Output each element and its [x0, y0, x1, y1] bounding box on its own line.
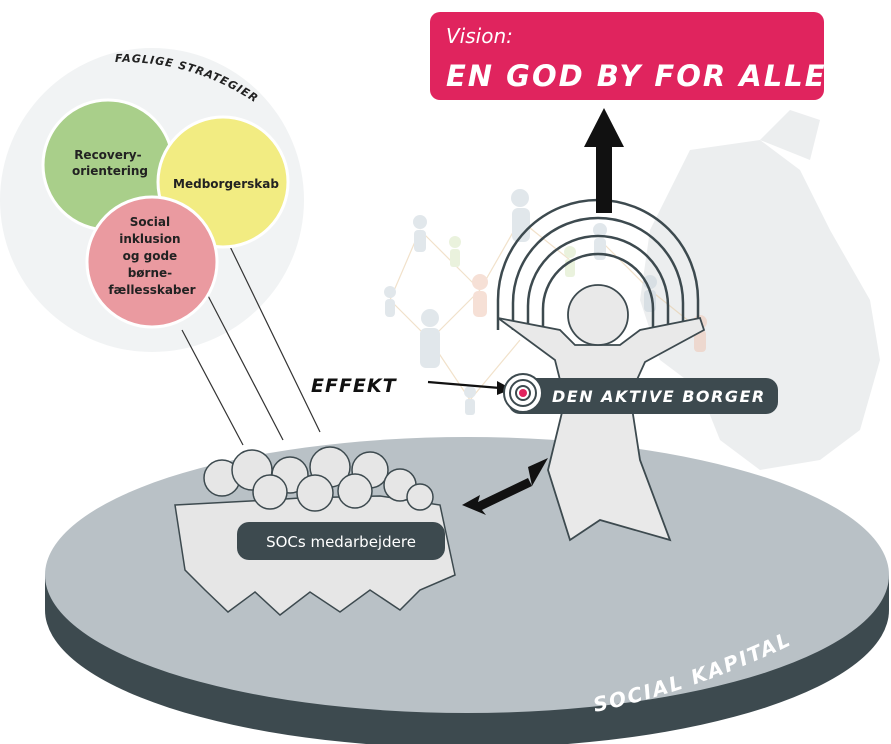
svg-text:Social inklusion o: Social inklusion og gode børne- fællessk…	[108, 215, 195, 297]
staff-label: SOCs medarbejdere	[266, 533, 416, 551]
strategy-label-line: fællesskaber	[108, 283, 195, 297]
effect-arrow-line	[427, 380, 501, 390]
interaction-double-arrow	[462, 458, 548, 515]
strategy-label-line: og gode	[123, 249, 178, 263]
strategy-label-line: børne-	[128, 266, 172, 280]
vision-title: Vision:	[446, 24, 513, 48]
strategy-label-line: Medborgerskab	[173, 177, 279, 191]
social-capital-platform	[45, 437, 889, 744]
effect-label: EFFEKT	[311, 375, 398, 397]
strategy-connector-lines	[181, 229, 321, 446]
strategy-label-line: Social	[130, 215, 170, 229]
strategy-label-line: Recovery-	[74, 148, 141, 162]
vision-up-arrow	[584, 108, 624, 213]
vision-text: EN GOD BY FOR ALLE	[446, 59, 827, 93]
vision-box	[430, 12, 824, 100]
svg-text:Medborgerskab: Medborgerskab	[173, 177, 279, 191]
citizen-label: DEN AKTIVE BORGER	[552, 387, 766, 406]
strategy-label-line: inklusion	[119, 232, 180, 246]
strategy-circle-social-inklusion: Social inklusion og gode børne- fællessk…	[85, 195, 219, 329]
citizen-label-box	[508, 378, 778, 414]
map-background	[640, 110, 880, 470]
target-icon	[503, 373, 543, 413]
strategy-label-line: orientering	[72, 164, 148, 178]
staff-label-box	[237, 522, 445, 560]
svg-text:Recovery- orientering: Recovery- orientering	[72, 148, 148, 178]
